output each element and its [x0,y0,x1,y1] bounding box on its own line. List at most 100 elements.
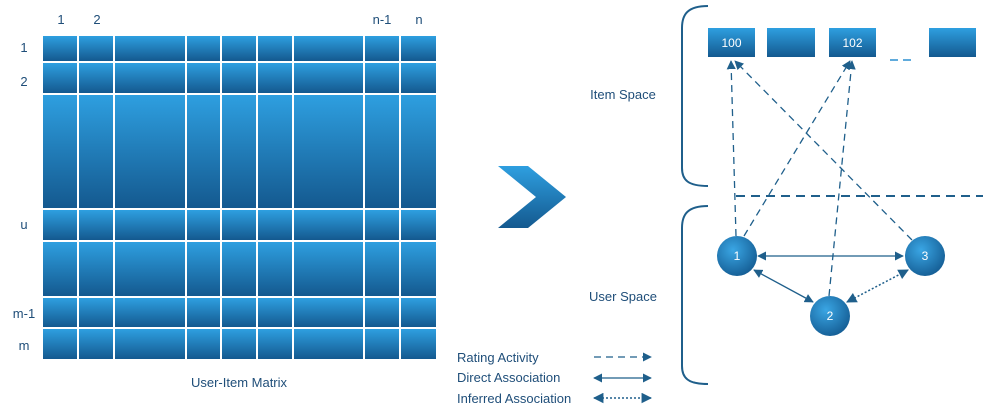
matrix-cell-r4-c7 [294,210,363,240]
matrix-cell-r7-c4 [187,329,220,359]
item-space-label: Item Space [590,87,656,102]
user-label-3: 3 [922,249,929,263]
matrix-cell-r5-c9 [401,242,436,296]
user-node-2 [810,296,850,336]
matrix-cell-r1-c7 [294,36,363,61]
matrix-cell-r1-c9 [401,36,436,61]
row-label-2: 2 [20,74,27,89]
matrix-cell-r5-c7 [294,242,363,296]
matrix-cell-r6-c7 [294,298,363,327]
matrix-cell-r6-c2 [79,298,113,327]
matrix-cell-r6-c8 [365,298,399,327]
legend-rating-activity-label: Rating Activity [457,350,539,365]
matrix-cell-r2-c2 [79,63,113,93]
item-box-100 [708,28,755,57]
legend-inferred-association-label: Inferred Association [457,391,571,406]
edge-user2-user3-inferred [846,269,909,303]
item-boxes: 100 102 [708,28,976,61]
matrix-cell-r1-c5 [222,36,256,61]
user-space-label: User Space [589,289,657,304]
direct-association-edges [753,251,904,303]
user-label-2: 2 [827,309,834,323]
row-label-1: 1 [20,40,27,55]
matrix-cell-r4-c4 [187,210,220,240]
matrix-cell-r6-c5 [222,298,256,327]
edge-user1-item102 [743,60,851,237]
matrix-column-labels: 1 2 n-1 n [57,12,422,27]
matrix-cell-r7-c6 [258,329,292,359]
matrix-cell-r6-c9 [401,298,436,327]
matrix-cell-r5-c5 [222,242,256,296]
item-box-n [929,28,976,57]
matrix-cell-r2-c6 [258,63,292,93]
item-label-102: 102 [842,36,862,50]
matrix-cell-r3-c3 [115,95,185,208]
matrix-cell-r2-c7 [294,63,363,93]
matrix-cell-r2-c3 [115,63,185,93]
matrix-cell-r5-c6 [258,242,292,296]
edge-user2-item102 [828,60,856,297]
matrix-cell-r4-c5 [222,210,256,240]
matrix-cell-r2-c4 [187,63,220,93]
matrix-cell-r4-c3 [115,210,185,240]
rating-activity-edges [726,60,913,297]
matrix-cell-r3-c5 [222,95,256,208]
matrix-cell-r5-c3 [115,242,185,296]
user-label-1: 1 [734,249,741,263]
matrix-cell-r1-c4 [187,36,220,61]
matrix-cell-r5-c4 [187,242,220,296]
matrix-cell-r2-c8 [365,63,399,93]
matrix-cell-r3-c9 [401,95,436,208]
user-node-1 [717,236,757,276]
user-space-brace [681,205,709,385]
matrix-cell-r3-c2 [79,95,113,208]
item-label-100: 100 [721,36,741,50]
matrix-cell-r4-c8 [365,210,399,240]
user-nodes: 1 2 3 [717,236,945,336]
row-label-m: m [19,338,30,353]
matrix-cell-r2-c1 [43,63,77,93]
matrix-cell-r7-c9 [401,329,436,359]
matrix-cell-r7-c8 [365,329,399,359]
item-space-brace [681,5,709,187]
edge-user3-item100 [734,60,913,241]
row-label-u: u [20,217,27,232]
matrix-cell-r3-c7 [294,95,363,208]
user-item-matrix [43,36,436,359]
matrix-cell-r7-c2 [79,329,113,359]
user-node-3 [905,236,945,276]
matrix-cell-r2-c9 [401,63,436,93]
matrix-cell-r4-c6 [258,210,292,240]
column-label-1: 1 [57,12,64,27]
matrix-cell-r4-c1 [43,210,77,240]
matrix-cell-r7-c5 [222,329,256,359]
matrix-cell-r1-c3 [115,36,185,61]
matrix-cell-r5-c2 [79,242,113,296]
matrix-cell-r1-c2 [79,36,113,61]
item-box-101 [767,28,815,57]
column-label-n: n [415,12,422,27]
matrix-cell-r6-c4 [187,298,220,327]
matrix-cell-r1-c1 [43,36,77,61]
matrix-cell-r5-c8 [365,242,399,296]
matrix-cell-r1-c8 [365,36,399,61]
matrix-cell-r6-c3 [115,298,185,327]
matrix-cell-r6-c6 [258,298,292,327]
row-label-m-minus-1: m-1 [13,306,35,321]
matrix-cell-r7-c3 [115,329,185,359]
matrix-cell-r7-c7 [294,329,363,359]
legend: Rating Activity Direct Association Infer… [457,350,653,406]
matrix-cell-r7-c1 [43,329,77,359]
column-label-2: 2 [93,12,100,27]
matrix-caption: User-Item Matrix [191,375,288,390]
matrix-cell-r5-c1 [43,242,77,296]
matrix-cell-r4-c9 [401,210,436,240]
matrix-cell-r3-c6 [258,95,292,208]
column-label-n-minus-1: n-1 [373,12,392,27]
matrix-cell-r2-c5 [222,63,256,93]
item-box-102 [829,28,876,57]
matrix-row-labels: 1 2 u m-1 m [13,40,35,353]
edge-user1-user2 [753,269,814,303]
edge-user1-item100 [726,60,737,237]
